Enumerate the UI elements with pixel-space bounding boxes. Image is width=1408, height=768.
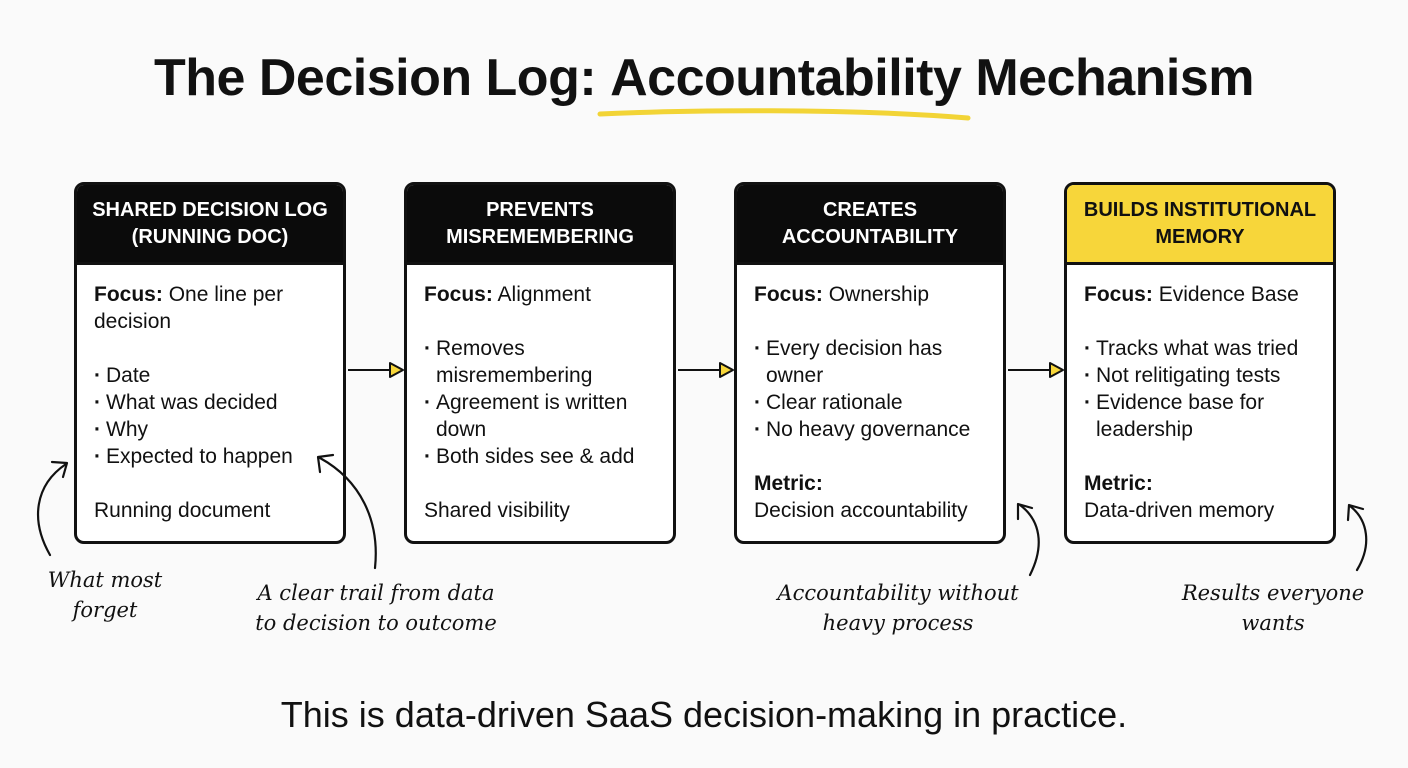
annotation-results: Results everyone wants [1168, 578, 1378, 638]
list-item: What was decided [94, 389, 326, 416]
list-item: Expected to happen [94, 443, 326, 470]
arrowhead-icon [50, 460, 69, 479]
bullet-list: Date What was decided Why Expected to ha… [94, 362, 326, 470]
curved-arrow-icon [1018, 503, 1040, 577]
metric-label: Metric: [1084, 472, 1153, 495]
annotation-line: What most [47, 568, 163, 592]
list-item: Why [94, 416, 326, 443]
focus-value: Ownership [828, 283, 930, 306]
metric-label: Metric: [754, 472, 823, 495]
annotation-without-process: Accountability without heavy process [757, 578, 1039, 638]
card-heading-line: PREVENTS [486, 198, 594, 221]
focus-label: Focus: [94, 283, 163, 306]
list-item: Both sides see & add [424, 443, 656, 470]
card-heading-line: MEMORY [1155, 225, 1245, 248]
arrowhead-icon [1346, 503, 1365, 522]
annotation-line: forget [72, 598, 138, 622]
focus-line: Focus: Ownership [754, 281, 986, 308]
bottom-caption: This is data-driven SaaS decision-making… [280, 694, 1128, 735]
list-item: Every decision has owner [754, 335, 986, 389]
list-item: Clear rationale [754, 389, 986, 416]
annotation-line: heavy process [822, 611, 974, 635]
title-prefix: The Decision Log: [153, 49, 611, 107]
card-footer: Running document [94, 499, 271, 522]
card-body: Focus: Ownership Every decision has owne… [737, 265, 1003, 524]
card-builds-institutional-memory: BUILDS INSTITUTIONAL MEMORY Focus: Evide… [1064, 182, 1336, 544]
card-body: Focus: One line per decision Date What w… [77, 265, 343, 524]
annotation-line: Results everyone [1181, 581, 1365, 605]
page-title: The Decision Log: Accountability Mechani… [0, 48, 1408, 108]
focus-line: Focus: Evidence Base [1084, 281, 1316, 308]
card-header: SHARED DECISION LOG (RUNNING DOC) [77, 185, 343, 265]
curved-arrow-icon [37, 462, 68, 557]
title-highlight: Accountability [610, 49, 962, 107]
card-heading-line: SHARED DECISION LOG [92, 198, 328, 221]
arrow-right-icon [348, 362, 404, 378]
annotation-line: wants [1241, 611, 1305, 635]
card-shared-decision-log: SHARED DECISION LOG (RUNNING DOC) Focus:… [74, 182, 346, 544]
list-item: No heavy governance [754, 416, 986, 443]
metric-block: Metric: Data-driven memory [1084, 470, 1316, 524]
focus-value: Alignment [497, 283, 591, 306]
annotation-line: A clear trail from data [257, 581, 495, 605]
focus-line: Focus: Alignment [424, 281, 656, 308]
annotation-line: Accountability without [777, 581, 1019, 605]
arrowhead-icon [1016, 502, 1034, 521]
annotation-clear-trail: A clear trail from data to decision to o… [230, 578, 522, 638]
card-heading-line: ACCOUNTABILITY [781, 225, 959, 248]
metric-value: Data-driven memory [1084, 499, 1275, 522]
list-item: Date [94, 362, 326, 389]
arrow-right-icon [678, 362, 734, 378]
metric-block: Metric: Decision accountability [754, 470, 986, 524]
card-body: Focus: Evidence Base Tracks what was tri… [1067, 265, 1333, 524]
card-footer: Shared visibility [424, 499, 570, 522]
focus-line: Focus: One line per decision [94, 281, 326, 335]
list-item: Removes misremembering [424, 335, 656, 389]
annotation-what-most-forget: What most forget [20, 565, 190, 625]
metric-value: Decision accountability [754, 499, 968, 522]
list-item: Not relitigating tests [1084, 362, 1316, 389]
card-heading-line: (RUNNING DOC) [131, 225, 289, 248]
card-header: PREVENTS MISREMEMBERING [407, 185, 673, 265]
focus-value: Evidence Base [1158, 283, 1299, 306]
bullet-list: Tracks what was tried Not relitigating t… [1084, 335, 1316, 443]
card-heading-line: BUILDS INSTITUTIONAL [1083, 198, 1317, 221]
card-body: Focus: Alignment Removes misremembering … [407, 265, 673, 524]
focus-value: One line per decision [94, 283, 284, 333]
bullet-list: Every decision has owner Clear rationale… [754, 335, 986, 443]
card-heading-line: MISREMEMBERING [446, 225, 634, 248]
card-prevents-misremembering: PREVENTS MISREMEMBERING Focus: Alignment… [404, 182, 676, 544]
card-creates-accountability: CREATES ACCOUNTABILITY Focus: Ownership … [734, 182, 1006, 544]
list-item: Tracks what was tried [1084, 335, 1316, 362]
annotation-line: to decision to outcome [255, 611, 497, 635]
card-header: BUILDS INSTITUTIONAL MEMORY [1067, 185, 1333, 265]
focus-label: Focus: [424, 283, 493, 306]
bullet-list: Removes misremembering Agreement is writ… [424, 335, 656, 470]
focus-label: Focus: [1084, 283, 1153, 306]
card-header: CREATES ACCOUNTABILITY [737, 185, 1003, 265]
focus-label: Focus: [754, 283, 823, 306]
list-item: Evidence base for leadership [1084, 389, 1316, 443]
arrow-right-icon [1008, 362, 1064, 378]
title-suffix: Mechanism [961, 49, 1255, 107]
highlight-underline [597, 108, 971, 121]
card-heading-line: CREATES [822, 198, 918, 221]
curved-arrow-icon [1348, 504, 1368, 572]
list-item: Agreement is written down [424, 389, 656, 443]
